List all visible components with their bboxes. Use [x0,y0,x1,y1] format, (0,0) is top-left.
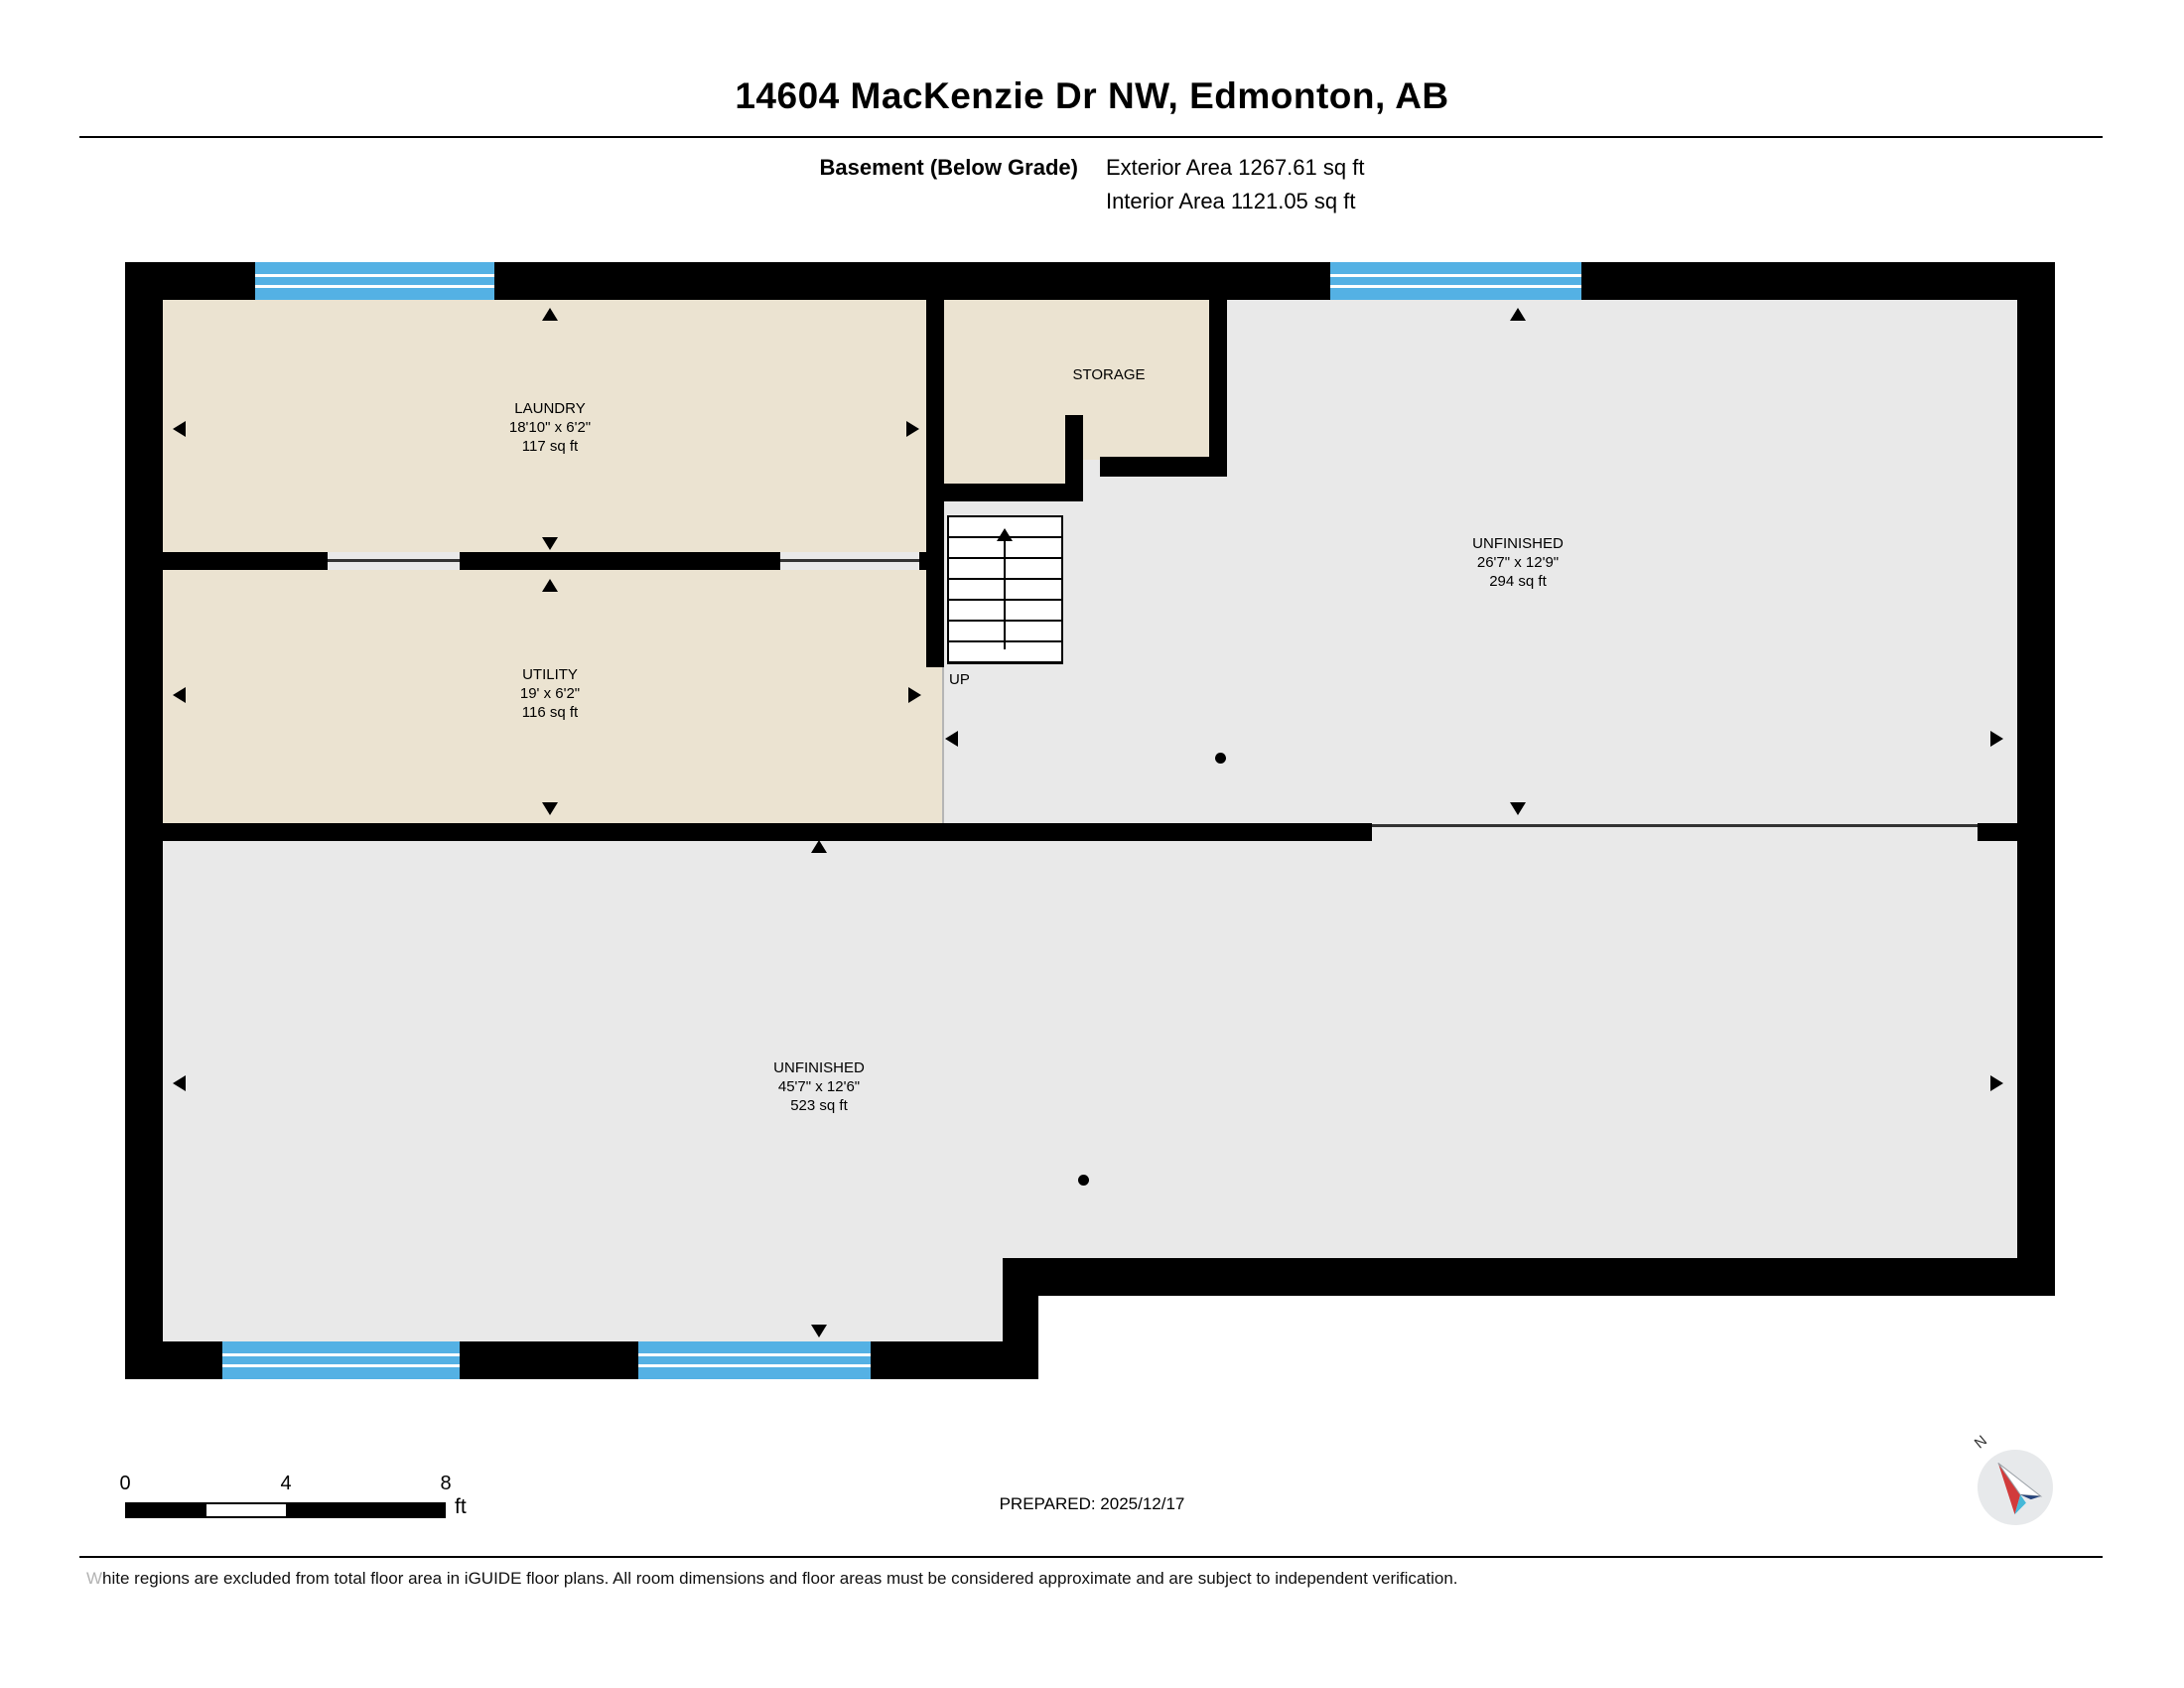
compass-needle-icon [1997,1463,2043,1515]
scan-point-dot [1215,753,1226,764]
scale-unit-label: ft [455,1495,467,1518]
dimension-arrow-icon [1510,802,1526,815]
room-name: UTILITY [522,666,578,683]
storage-floor-extension [944,460,1065,484]
dimension-arrow-icon [811,840,827,853]
scale-bar-segment [285,1504,444,1516]
compass [1978,1450,2053,1525]
dimension-arrow-icon [173,421,186,437]
wall-segment [944,484,1083,501]
room-name: UNFINISHED [1472,535,1564,552]
stair-up-arrow-icon [997,528,1013,541]
floor-label: Basement (Below Grade) [819,155,1078,180]
room-label-unfinished-right: UNFINISHED 26'7" x 12'9" 294 sq ft [1319,534,1716,591]
dimension-arrow-icon [1990,731,2003,747]
dimension-arrow-icon [1510,308,1526,321]
header-divider [79,136,2103,138]
dimension-arrow-icon [542,802,558,815]
interior-area: Interior Area 1121.05 sq ft [1105,189,1356,213]
dimension-arrow-icon [542,537,558,550]
scale-tick-4: 4 [280,1473,292,1494]
room-label-storage: STORAGE [910,365,1307,384]
wall-segment [1100,457,1227,477]
wall-opening-line [328,559,460,562]
plan-notch-cutout [1038,1296,2055,1379]
scale-tick-8: 8 [440,1473,452,1494]
footer-divider [79,1556,2103,1558]
area-boundary-line [1372,824,1978,827]
wall-segment [163,552,328,570]
wall-segment [460,552,780,570]
dimension-arrow-icon [945,731,958,747]
area-boundary-line [942,667,944,823]
exterior-area: Exterior Area 1267.61 sq ft [1105,155,1365,180]
scale-bar-segment [127,1504,206,1516]
room-area: 294 sq ft [1489,573,1547,590]
scale-bar [125,1502,446,1518]
disclaimer-text: White regions are excluded from total fl… [86,1569,1458,1588]
unfinished-floor-area-lower [163,1258,1003,1341]
room-dimensions: 19' x 6'2" [519,685,581,702]
dimension-arrow-icon [173,1075,186,1091]
page-title: 14604 MacKenzie Dr NW, Edmonton, AB [735,75,1449,116]
scale-bar-segment [205,1504,286,1516]
room-label-laundry: LAUNDRY 18'10" x 6'2" 117 sq ft [351,399,749,456]
stair-direction-line [1004,540,1006,649]
room-name: UNFINISHED [773,1059,865,1076]
wall-segment [1065,415,1083,501]
room-name: STORAGE [1072,366,1146,383]
dimension-arrow-icon [1990,1075,2003,1091]
room-name: LAUNDRY [514,400,586,417]
scan-point-dot [1078,1175,1089,1186]
room-area: 117 sq ft [521,438,579,455]
wall-segment [1978,823,2017,841]
utility-floor [163,570,944,823]
window [638,1341,871,1379]
room-dimensions: 45'7" x 12'6" [777,1078,861,1095]
room-area: 523 sq ft [790,1097,848,1114]
stairs-up-label: UP [949,671,970,688]
floor-info: Basement (Below Grade) Exterior Area 126… [0,151,2184,218]
wall-segment [163,823,1372,841]
room-label-unfinished-bottom: UNFINISHED 45'7" x 12'6" 523 sq ft [620,1058,1018,1115]
dimension-arrow-icon [908,687,921,703]
dimension-arrow-icon [542,579,558,592]
wall-segment [926,300,944,667]
wall-segment [1209,300,1227,477]
dimension-arrow-icon [906,421,919,437]
area-summary: Exterior Area 1267.61 sq ft Interior Are… [1106,151,1365,218]
dimension-arrow-icon [173,687,186,703]
dimension-arrow-icon [811,1325,827,1337]
dimension-arrow-icon [542,308,558,321]
room-dimensions: 18'10" x 6'2" [508,419,592,436]
room-dimensions: 26'7" x 12'9" [1476,554,1560,571]
room-label-utility: UTILITY 19' x 6'2" 116 sq ft [351,665,749,722]
window [1330,262,1581,300]
window [222,1341,460,1379]
room-area: 116 sq ft [521,704,579,721]
wall-opening-line [780,559,919,562]
prepared-date: PREPARED: 2025/12/17 [999,1494,1185,1513]
laundry-floor [163,300,926,552]
scale-tick-0: 0 [119,1473,131,1494]
window [255,262,494,300]
